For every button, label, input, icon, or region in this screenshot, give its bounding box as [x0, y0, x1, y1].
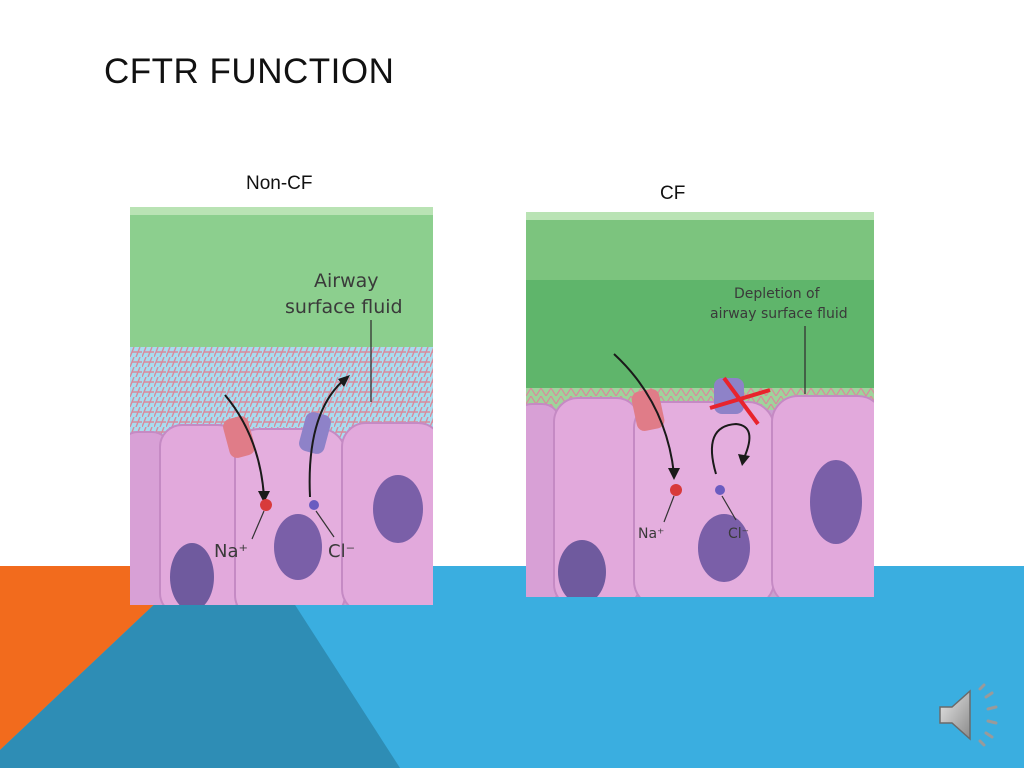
noncf-fluid-top	[130, 207, 433, 215]
noncf-cl-leader	[315, 510, 335, 538]
cf-na-ion	[670, 484, 682, 496]
noncf-na-arrow	[224, 394, 265, 498]
noncf-diagram: Na⁺ Cl⁻ Airway surface fluid	[130, 207, 433, 605]
cf-na-arrowhead	[668, 468, 680, 480]
speaker-icon[interactable]	[936, 683, 1004, 747]
noncf-na-leader	[251, 510, 265, 540]
cf-panel-label: CF	[660, 183, 686, 204]
cf-na-label: Na⁺	[638, 526, 664, 542]
cf-nucleus	[810, 460, 862, 544]
noncf-nucleus	[373, 475, 423, 543]
noncf-nucleus	[170, 543, 214, 605]
noncf-na-ion	[260, 499, 272, 511]
cf-block-x	[722, 376, 760, 426]
cf-cl-arrow	[711, 422, 751, 475]
slide-title: CFTR FUNCTION	[104, 52, 395, 91]
noncf-fluid-label-line2: surface fluid	[285, 296, 403, 318]
cf-na-arrow	[613, 353, 675, 475]
cf-cl-leader	[721, 495, 737, 521]
cf-diagram: Na⁺ Cl⁻ Depletion of airway surface flui…	[526, 212, 874, 597]
cf-fluid-label-line2: airway surface fluid	[710, 306, 848, 322]
teal-triangle	[0, 566, 400, 768]
cf-cl-arrowhead	[738, 454, 750, 466]
cf-fluid-label-line1: Depletion of	[734, 286, 821, 302]
cf-fluid-top	[526, 212, 874, 220]
cf-fluid-light	[526, 220, 874, 280]
noncf-panel-label: Non-CF	[246, 173, 313, 194]
noncf-cl-ion	[309, 500, 319, 510]
cf-na-leader	[663, 495, 675, 523]
noncf-cl-arrow	[308, 378, 346, 498]
cf-na-channel	[631, 389, 665, 431]
noncf-na-channel	[223, 416, 255, 458]
cf-cl-ion	[715, 485, 725, 495]
cf-nucleus	[698, 514, 750, 582]
noncf-nucleus	[274, 514, 322, 580]
speaker-wave	[978, 683, 998, 747]
noncf-fluid-layer	[130, 207, 433, 355]
speaker-body	[939, 689, 971, 741]
noncf-na-arrowhead	[258, 491, 270, 503]
cf-nucleus	[558, 540, 606, 597]
noncf-fluid-label-line1: Airway	[314, 270, 379, 292]
noncf-cl-arrowhead	[338, 375, 350, 387]
cf-cl-label: Cl⁻	[728, 526, 749, 542]
noncf-cl-label: Cl⁻	[328, 541, 355, 562]
noncf-na-label: Na⁺	[214, 541, 248, 562]
